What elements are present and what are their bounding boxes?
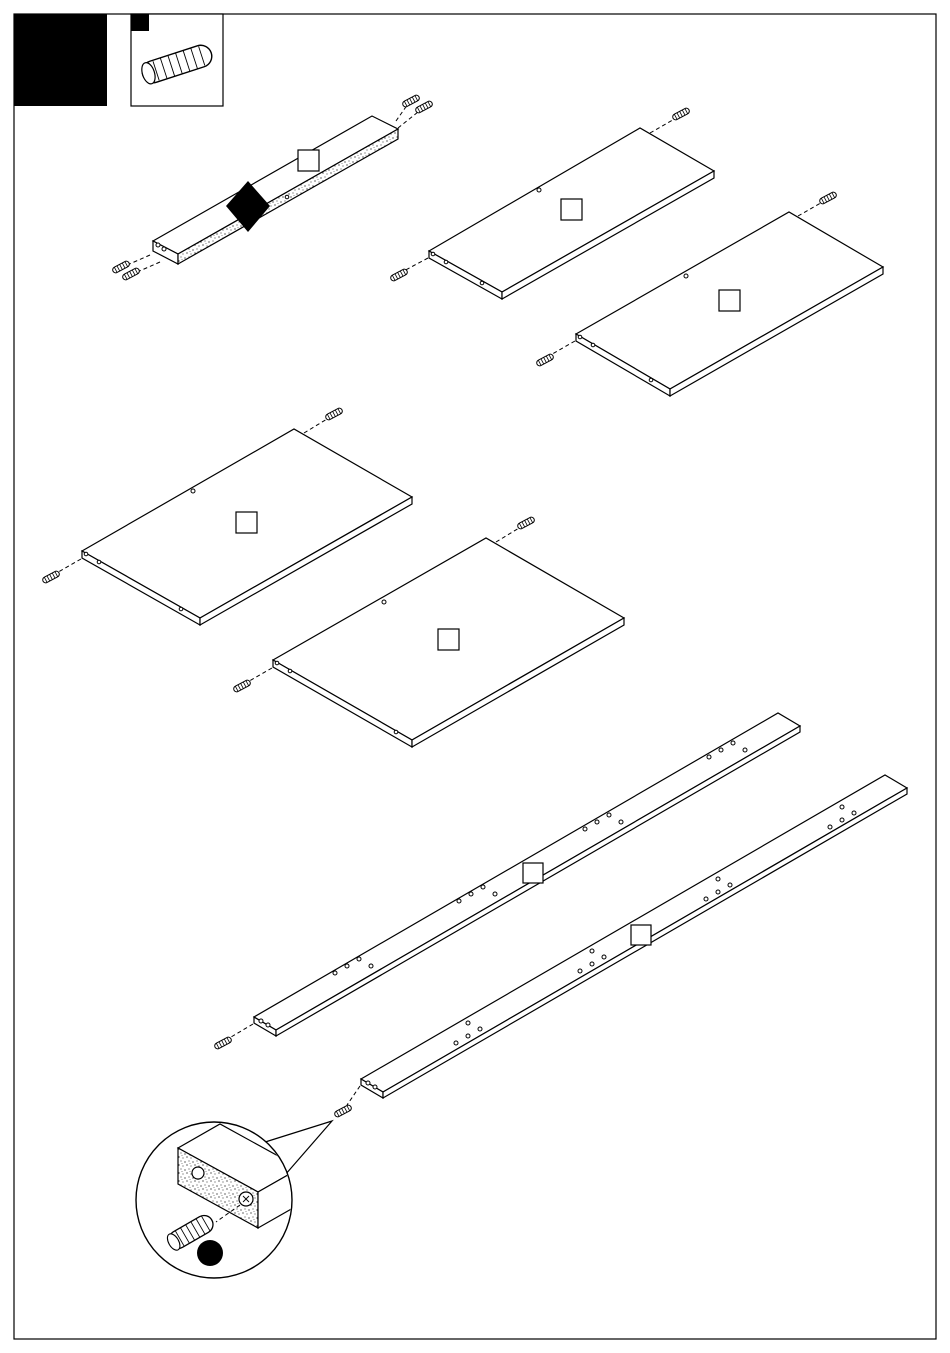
part-label-box [631, 925, 651, 945]
glue-dot-icon [197, 1240, 223, 1266]
hardware-box [131, 14, 223, 106]
hardware-id-tag [131, 14, 149, 31]
part-label-box [719, 290, 740, 311]
part-label-box [438, 629, 459, 650]
detail-magnifier-icon [136, 1121, 332, 1278]
part-label-box [523, 863, 543, 883]
step-number-block [14, 14, 107, 106]
part-label-box [561, 199, 582, 220]
part-label-box [298, 150, 319, 171]
shelf-3-part [42, 407, 412, 625]
shelf-1-part [390, 107, 714, 299]
part-label-box [236, 512, 257, 533]
top-rail-part [112, 94, 434, 281]
